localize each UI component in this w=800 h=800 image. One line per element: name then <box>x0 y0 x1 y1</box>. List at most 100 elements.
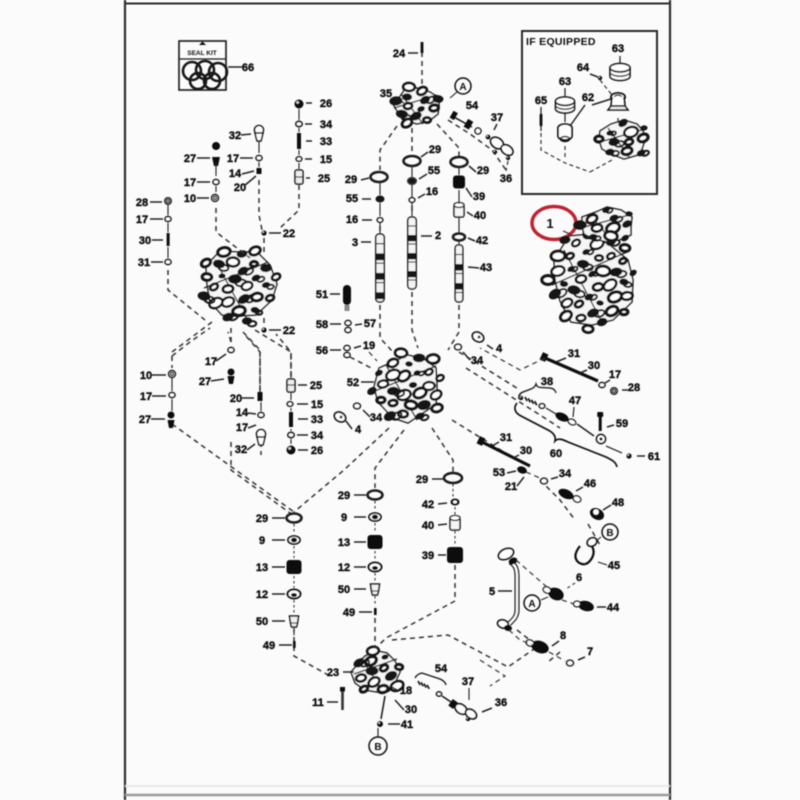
svg-text:14: 14 <box>229 168 242 180</box>
svg-text:17: 17 <box>184 177 196 189</box>
svg-text:SEAL KIT: SEAL KIT <box>187 50 217 57</box>
svg-text:1: 1 <box>546 216 553 231</box>
svg-text:43: 43 <box>480 262 492 274</box>
svg-text:49: 49 <box>343 607 355 619</box>
svg-text:17: 17 <box>609 369 621 381</box>
svg-text:9: 9 <box>259 535 265 547</box>
svg-text:17: 17 <box>227 153 239 165</box>
svg-text:20: 20 <box>234 182 246 194</box>
svg-text:23: 23 <box>327 667 339 679</box>
svg-text:B: B <box>606 528 613 539</box>
svg-text:19: 19 <box>363 340 375 352</box>
svg-text:56: 56 <box>316 345 328 357</box>
svg-text:29: 29 <box>338 490 350 502</box>
svg-text:12: 12 <box>338 562 350 574</box>
svg-text:39: 39 <box>422 550 434 562</box>
svg-text:38: 38 <box>541 376 553 388</box>
svg-text:55: 55 <box>346 193 358 205</box>
svg-text:22: 22 <box>283 325 295 337</box>
svg-text:B: B <box>374 742 381 753</box>
svg-text:27: 27 <box>199 376 211 388</box>
svg-text:26: 26 <box>311 445 323 457</box>
svg-text:37: 37 <box>491 112 503 124</box>
svg-text:34: 34 <box>559 468 572 480</box>
svg-text:4: 4 <box>355 424 362 436</box>
svg-text:61: 61 <box>648 451 660 463</box>
svg-text:17: 17 <box>205 356 217 368</box>
svg-text:26: 26 <box>320 98 332 110</box>
svg-text:17: 17 <box>136 214 148 226</box>
svg-text:30: 30 <box>588 360 600 372</box>
svg-text:57: 57 <box>364 318 376 330</box>
svg-text:40: 40 <box>474 210 486 222</box>
svg-text:15: 15 <box>311 399 323 411</box>
svg-text:33: 33 <box>311 414 323 426</box>
svg-text:5: 5 <box>489 586 495 598</box>
svg-text:31: 31 <box>500 432 512 444</box>
svg-text:39: 39 <box>473 191 485 203</box>
svg-text:15: 15 <box>320 154 332 166</box>
svg-text:54: 54 <box>435 663 448 675</box>
svg-text:7: 7 <box>587 646 593 658</box>
svg-text:32: 32 <box>229 130 241 142</box>
svg-text:16: 16 <box>346 214 358 226</box>
svg-text:65: 65 <box>535 95 547 107</box>
svg-text:32: 32 <box>235 444 247 456</box>
svg-text:48: 48 <box>612 497 624 509</box>
svg-text:12: 12 <box>256 589 268 601</box>
svg-text:60: 60 <box>550 448 562 460</box>
svg-text:42: 42 <box>422 499 434 511</box>
svg-text:16: 16 <box>426 186 438 198</box>
svg-text:63: 63 <box>612 43 624 55</box>
svg-text:40: 40 <box>422 520 434 532</box>
svg-text:50: 50 <box>256 616 268 628</box>
svg-text:37: 37 <box>462 676 474 688</box>
svg-text:36: 36 <box>495 697 507 709</box>
svg-text:6: 6 <box>576 572 582 584</box>
svg-text:49: 49 <box>263 640 275 652</box>
svg-text:18: 18 <box>400 685 412 697</box>
svg-text:55: 55 <box>428 165 440 177</box>
svg-text:46: 46 <box>584 478 596 490</box>
svg-text:29: 29 <box>429 144 441 156</box>
svg-text:64: 64 <box>577 62 590 74</box>
svg-text:41: 41 <box>401 719 413 731</box>
svg-text:62: 62 <box>582 92 594 104</box>
svg-text:66: 66 <box>242 62 254 74</box>
svg-text:29: 29 <box>345 174 357 186</box>
svg-text:59: 59 <box>616 418 628 430</box>
svg-text:A: A <box>528 599 535 610</box>
svg-text:30: 30 <box>405 704 417 716</box>
svg-text:33: 33 <box>320 136 332 148</box>
svg-text:30: 30 <box>139 235 151 247</box>
svg-text:34: 34 <box>320 119 333 131</box>
svg-text:54: 54 <box>466 100 479 112</box>
svg-text:13: 13 <box>338 537 350 549</box>
svg-text:52: 52 <box>347 377 359 389</box>
svg-text:34: 34 <box>311 430 324 442</box>
svg-text:8: 8 <box>560 630 566 642</box>
svg-text:A: A <box>459 82 466 93</box>
svg-text:30: 30 <box>520 445 532 457</box>
svg-text:31: 31 <box>568 348 580 360</box>
svg-text:31: 31 <box>138 257 150 269</box>
svg-text:28: 28 <box>136 197 148 209</box>
svg-text:51: 51 <box>316 289 328 301</box>
svg-text:17: 17 <box>140 391 152 403</box>
svg-text:2: 2 <box>435 230 441 242</box>
svg-text:20: 20 <box>230 393 242 405</box>
svg-text:50: 50 <box>338 584 350 596</box>
svg-text:63: 63 <box>559 76 571 88</box>
svg-text:22: 22 <box>283 228 295 240</box>
svg-text:45: 45 <box>608 560 620 572</box>
svg-text:25: 25 <box>318 173 330 185</box>
svg-text:53: 53 <box>493 467 505 479</box>
svg-text:34: 34 <box>471 355 484 367</box>
svg-text:25: 25 <box>310 380 322 392</box>
svg-text:27: 27 <box>139 414 151 426</box>
svg-text:29: 29 <box>256 513 268 525</box>
svg-text:36: 36 <box>500 173 512 185</box>
svg-text:IF EQUIPPED: IF EQUIPPED <box>526 36 596 48</box>
svg-text:27: 27 <box>184 153 196 165</box>
svg-text:29: 29 <box>416 474 428 486</box>
